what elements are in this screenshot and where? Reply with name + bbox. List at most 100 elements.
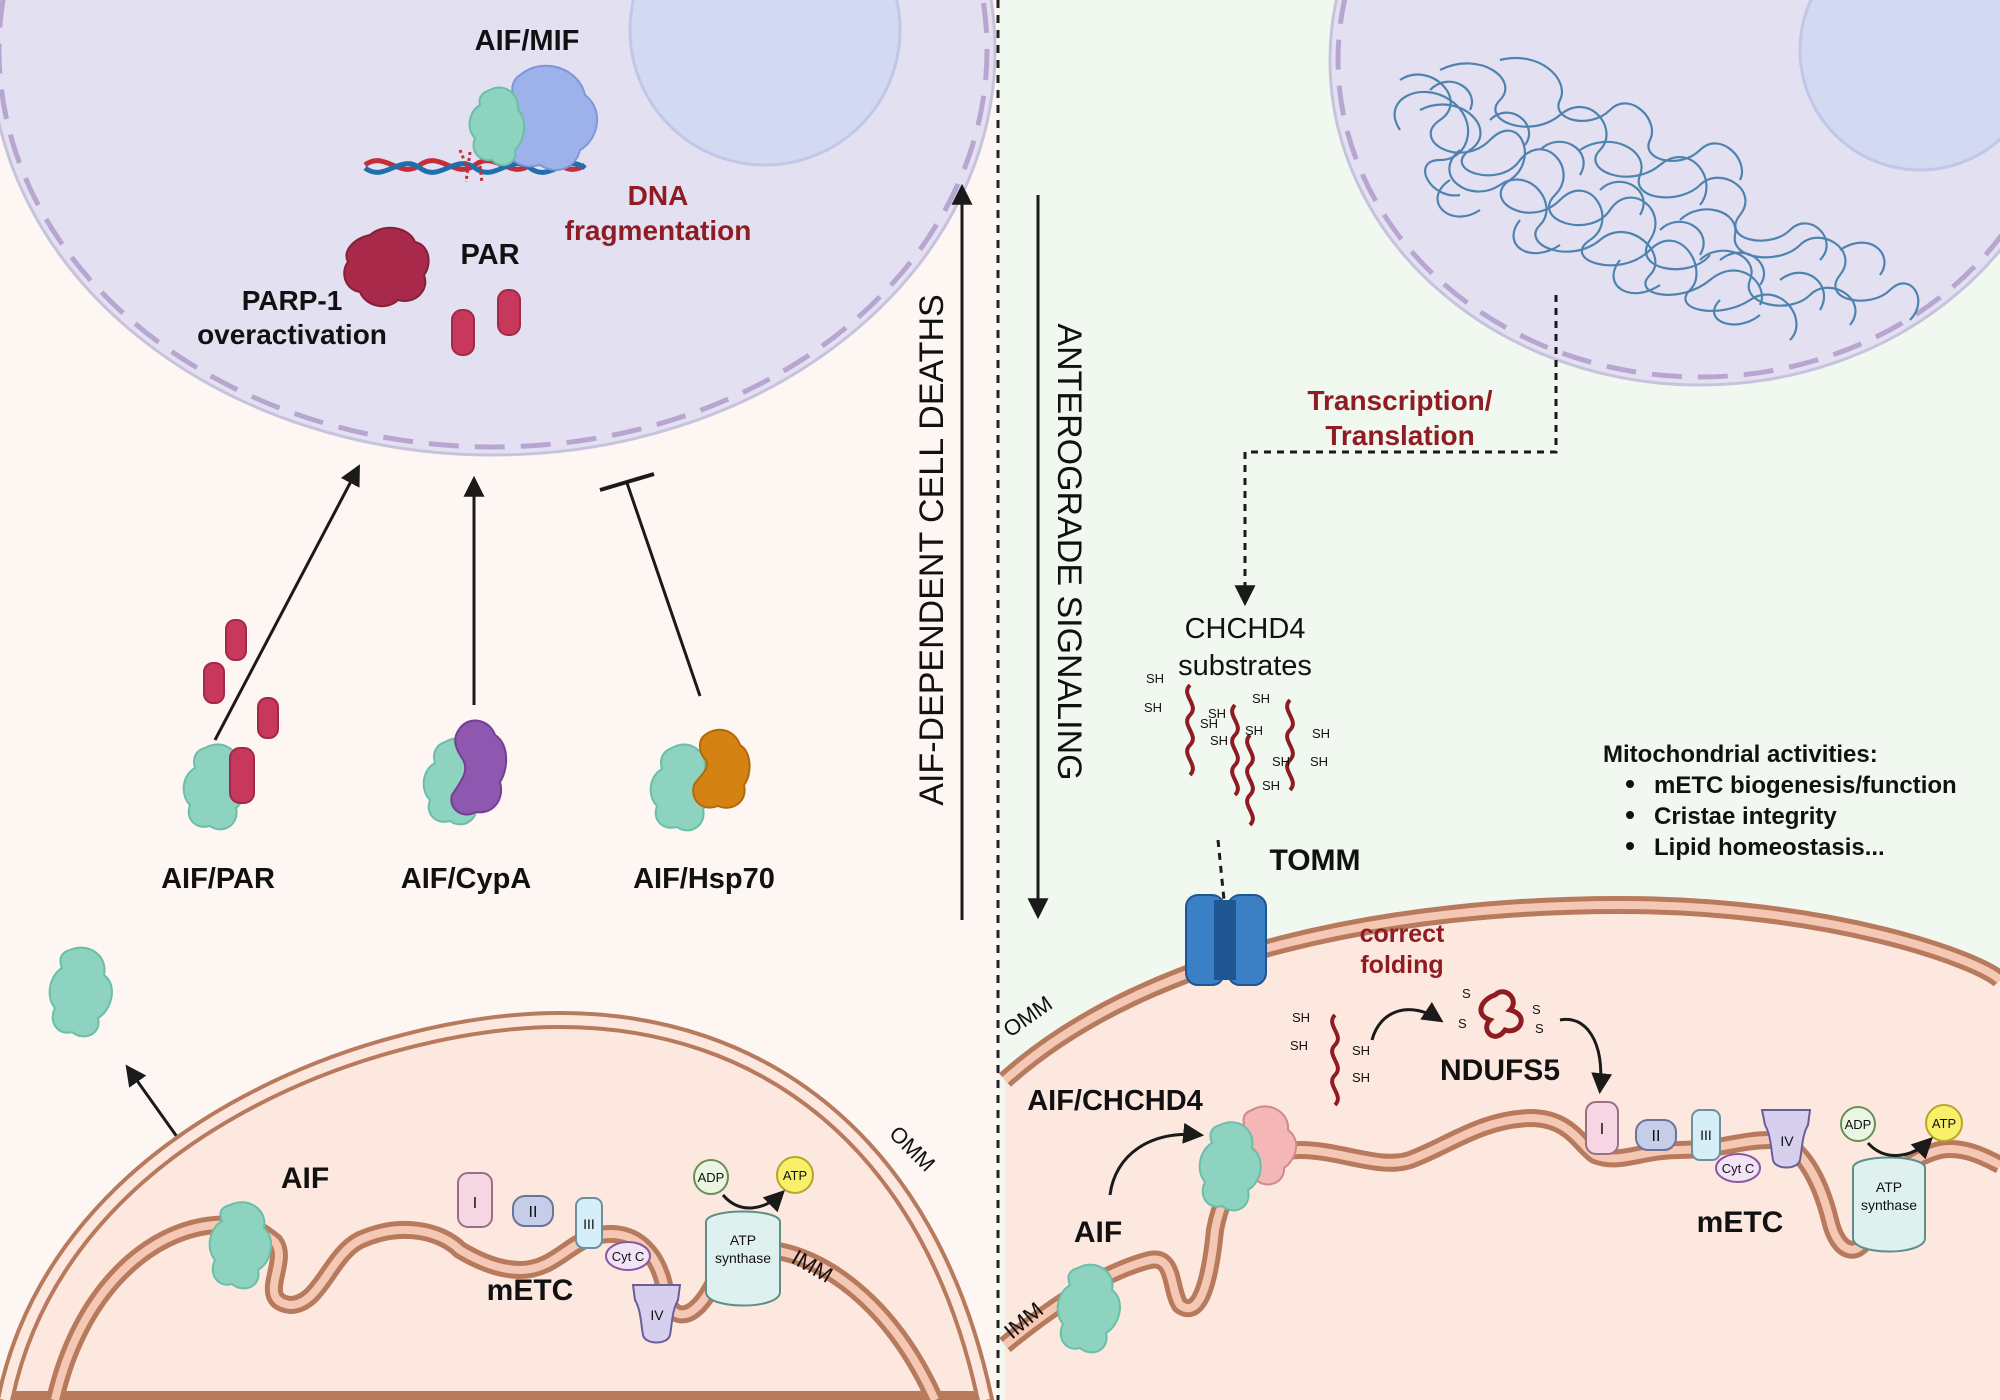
svg-text:Cyt C: Cyt C [612,1249,645,1264]
anterograde-signaling-label: ANTEROGRADE SIGNALING [1050,323,1088,780]
svg-text:SH: SH [1210,733,1228,748]
substrate-sh-groups: SH SH SH SH SH SH SH SH SH SH SH [1144,671,1330,793]
etc-complex-ii: II [512,1195,554,1227]
svg-text:SH: SH [1146,671,1164,686]
aif-chchd4-label: AIF/CHCHD4 [1027,1085,1203,1117]
aif-protein-free [48,946,113,1038]
atp-left: ATP [776,1156,814,1194]
nucleolus-right [1798,0,2000,172]
svg-text:SH: SH [1262,778,1280,793]
adp-right: ADP [1840,1106,1876,1142]
bullet [1626,811,1634,819]
svg-text:II: II [1652,1128,1661,1145]
nucleolus [628,0,902,167]
folding-arrow [1370,1001,1444,1041]
atp-arrow-right [1866,1137,1933,1160]
substrate-peptides [1185,683,1295,827]
etc-complex-i: I [457,1172,493,1228]
aif-mif-label: AIF/MIF [475,25,580,57]
svg-text:S: S [1458,1016,1467,1031]
overactivation-label: overactivation [197,319,387,350]
translation-label: Translation [1325,420,1474,451]
svg-text:SH: SH [1352,1043,1370,1058]
transcription-path [1234,295,1558,607]
dna-label: DNA [628,180,689,211]
activity-item: Cristae integrity [1654,803,1837,830]
folding-label: folding [1360,951,1443,979]
aif-protein-imm [1056,1263,1121,1354]
atp-synthase-left: ATP synthase [705,1210,781,1307]
aif-label-left: AIF [281,1162,329,1195]
svg-text:synthase: synthase [1861,1197,1917,1213]
svg-text:SH: SH [1272,754,1290,769]
svg-text:ATP: ATP [1932,1116,1956,1131]
svg-text:SH: SH [1200,716,1218,731]
svg-text:IV: IV [650,1307,664,1323]
svg-text:IV: IV [1780,1133,1794,1149]
chchd4-substrates-label-line2: substrates [1178,650,1312,682]
import-path [1216,839,1244,1015]
aif-cypa-label: AIF/CypA [401,863,532,895]
chromatin [1393,57,1920,341]
parp1-protein [343,226,430,308]
par-polymer [451,309,475,356]
aif-label-right: AIF [1074,1216,1122,1249]
par-polymer [203,662,225,704]
svg-text:I: I [1600,1121,1604,1138]
svg-text:S: S [1532,1002,1541,1017]
aif-dependent-cell-deaths-label: AIF-DEPENDENT CELL DEATHS [913,294,951,805]
metc-label-right: mETC [1697,1206,1784,1239]
activity-item: Lipid homeostasis... [1654,834,1885,861]
cyt-c-right: Cyt C [1715,1153,1761,1183]
tomm-label: TOMM [1269,844,1360,877]
atp-right: ATP [1925,1104,1963,1142]
activities-title: Mitochondrial activities: [1603,741,1878,768]
svg-text:ATP: ATP [783,1168,807,1183]
etc-complex-iii: III [575,1197,603,1249]
svg-text:Cyt C: Cyt C [1722,1161,1755,1176]
svg-text:SH: SH [1208,706,1226,721]
parp1-label: PARP-1 [242,285,343,316]
ndufs5-delivery-arrow [1559,1017,1613,1095]
etc-complex-ii-right: II [1635,1119,1677,1151]
chchd4-substrates-label-line1: CHCHD4 [1185,613,1306,645]
svg-text:S: S [1535,1021,1544,1036]
folded-ndufs5: S S S S [1458,986,1544,1039]
aif-hsp70-label: AIF/Hsp70 [633,863,775,895]
svg-text:SH: SH [1352,1070,1370,1085]
ndufs5-label: NDUFS5 [1440,1054,1560,1087]
svg-text:III: III [583,1216,595,1232]
par-polymer [257,697,279,739]
inhibit-aif-hsp70 [625,482,702,697]
transcription-label: Transcription/ [1307,385,1492,416]
par-polymer [497,289,521,336]
svg-text:SH: SH [1290,1038,1308,1053]
activity-item: mETC biogenesis/function [1654,772,1957,799]
correct-label: correct [1360,920,1445,948]
etc-complex-iv: IV [631,1284,682,1344]
svg-text:III: III [1700,1127,1712,1143]
etc-complex-iii-right: III [1691,1109,1721,1161]
unfolded-peptide: SH SH SH SH [1290,1010,1370,1107]
aif-hsp70-complex [649,728,751,832]
svg-text:S: S [1462,986,1471,1001]
svg-text:synthase: synthase [715,1250,771,1266]
bullet [1626,842,1634,850]
svg-text:ADP: ADP [698,1170,725,1185]
svg-text:SH: SH [1245,723,1263,738]
cyt-c: Cyt C [605,1241,651,1271]
metc-label-left: mETC [487,1274,574,1307]
par-label: PAR [460,239,519,271]
atp-synthase-right: ATP synthase [1852,1156,1926,1253]
svg-text:ADP: ADP [1845,1117,1872,1132]
par-polymer [225,619,247,661]
arrow-aif-par [213,464,360,741]
aif-protein-nuclear [468,86,526,167]
etc-complex-i-right: I [1585,1101,1619,1155]
inhibit-bar [599,472,655,492]
fragmentation-label: fragmentation [565,215,752,246]
aif-par-complex [182,743,255,831]
svg-text:SH: SH [1312,726,1330,741]
svg-text:SH: SH [1292,1010,1310,1025]
